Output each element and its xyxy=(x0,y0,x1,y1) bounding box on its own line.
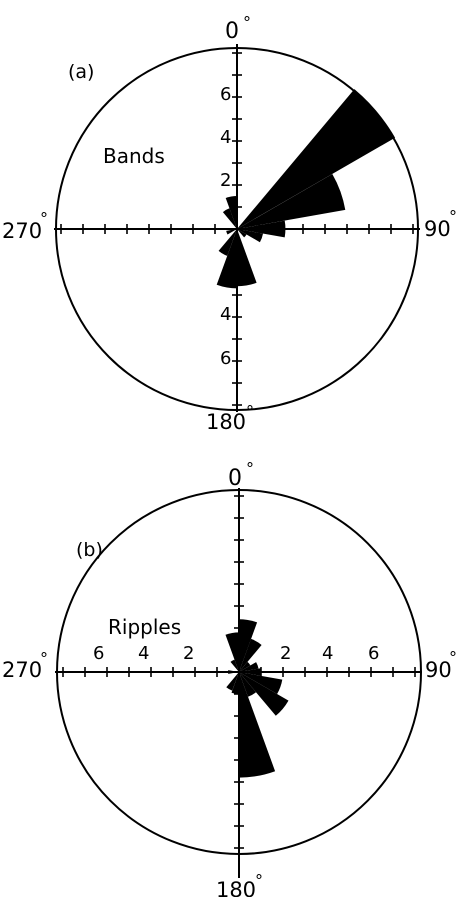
degree-symbol: ° xyxy=(449,207,456,226)
rose-sector xyxy=(237,229,247,238)
chart-title: Ripples xyxy=(108,615,181,639)
rose-sector xyxy=(222,208,237,229)
compass-label-north: 0 xyxy=(225,19,239,44)
radial-tick-label: 2 xyxy=(220,170,231,191)
panel-label: (a) xyxy=(68,61,94,83)
rose-sector xyxy=(225,632,239,672)
rose-sector xyxy=(239,668,262,676)
rose-sector xyxy=(228,670,239,674)
degree-symbol: ° xyxy=(246,402,254,421)
panel-label: (b) xyxy=(76,539,103,561)
rose-panel-bands: (a) Bands 0 ° 90 ° 180 ° 270 ° 6 4 2 4 6 xyxy=(2,13,456,434)
radial-tick-label: 4 xyxy=(220,304,231,325)
radial-tick-label: 4 xyxy=(322,643,333,664)
radial-tick-label: 2 xyxy=(280,643,291,664)
rose-sector xyxy=(225,196,237,229)
compass-label-west: 270 xyxy=(2,219,42,243)
radial-tick-label: 4 xyxy=(138,643,149,664)
compass-label-west: 270 xyxy=(2,658,42,682)
degree-symbol: ° xyxy=(449,648,456,667)
degree-symbol: ° xyxy=(40,209,48,228)
radial-tick-label: 6 xyxy=(220,348,231,369)
rose-sector xyxy=(239,672,256,697)
rose-sector xyxy=(237,89,396,229)
rose-sector xyxy=(239,619,258,672)
rose-panel-ripples: (b) Ripples 0 ° 90 ° 180 ° 270 ° 6 4 2 2… xyxy=(2,459,456,897)
rose-sector xyxy=(226,672,239,691)
degree-symbol: ° xyxy=(246,459,254,478)
rose-sector xyxy=(237,174,346,229)
radial-tick-label: 6 xyxy=(368,643,379,664)
axis-ticks xyxy=(62,495,416,849)
rose-sector xyxy=(239,638,262,672)
sector-group xyxy=(225,619,289,778)
rose-sector xyxy=(237,220,286,238)
sector-group xyxy=(216,89,396,289)
radial-tick-label: 4 xyxy=(220,127,231,148)
rose-sector xyxy=(230,659,239,672)
compass-label-east: 90 xyxy=(424,217,451,241)
rose-sector xyxy=(237,229,263,243)
rose-sector xyxy=(239,672,276,778)
rose-sector xyxy=(226,229,237,235)
radial-tick-label: 2 xyxy=(183,643,194,664)
radial-tick-label: 6 xyxy=(220,84,231,105)
rose-sector xyxy=(239,672,289,716)
chart-title: Bands xyxy=(103,144,165,168)
compass-label-north: 0 xyxy=(228,466,242,491)
degree-symbol: ° xyxy=(40,649,48,668)
degree-symbol: ° xyxy=(243,13,251,32)
compass-label-south: 180 xyxy=(216,878,256,897)
rose-sector xyxy=(216,229,237,289)
rose-sector xyxy=(231,672,239,695)
rose-sector xyxy=(239,672,283,694)
radial-tick-label: 6 xyxy=(93,643,104,664)
rose-sector xyxy=(218,229,237,256)
rose-sector xyxy=(239,661,251,672)
degree-symbol: ° xyxy=(255,871,263,890)
rose-sector xyxy=(239,662,259,672)
compass-label-east: 90 xyxy=(425,658,452,682)
compass-label-south: 180 xyxy=(206,410,246,434)
rose-sector xyxy=(237,229,257,287)
